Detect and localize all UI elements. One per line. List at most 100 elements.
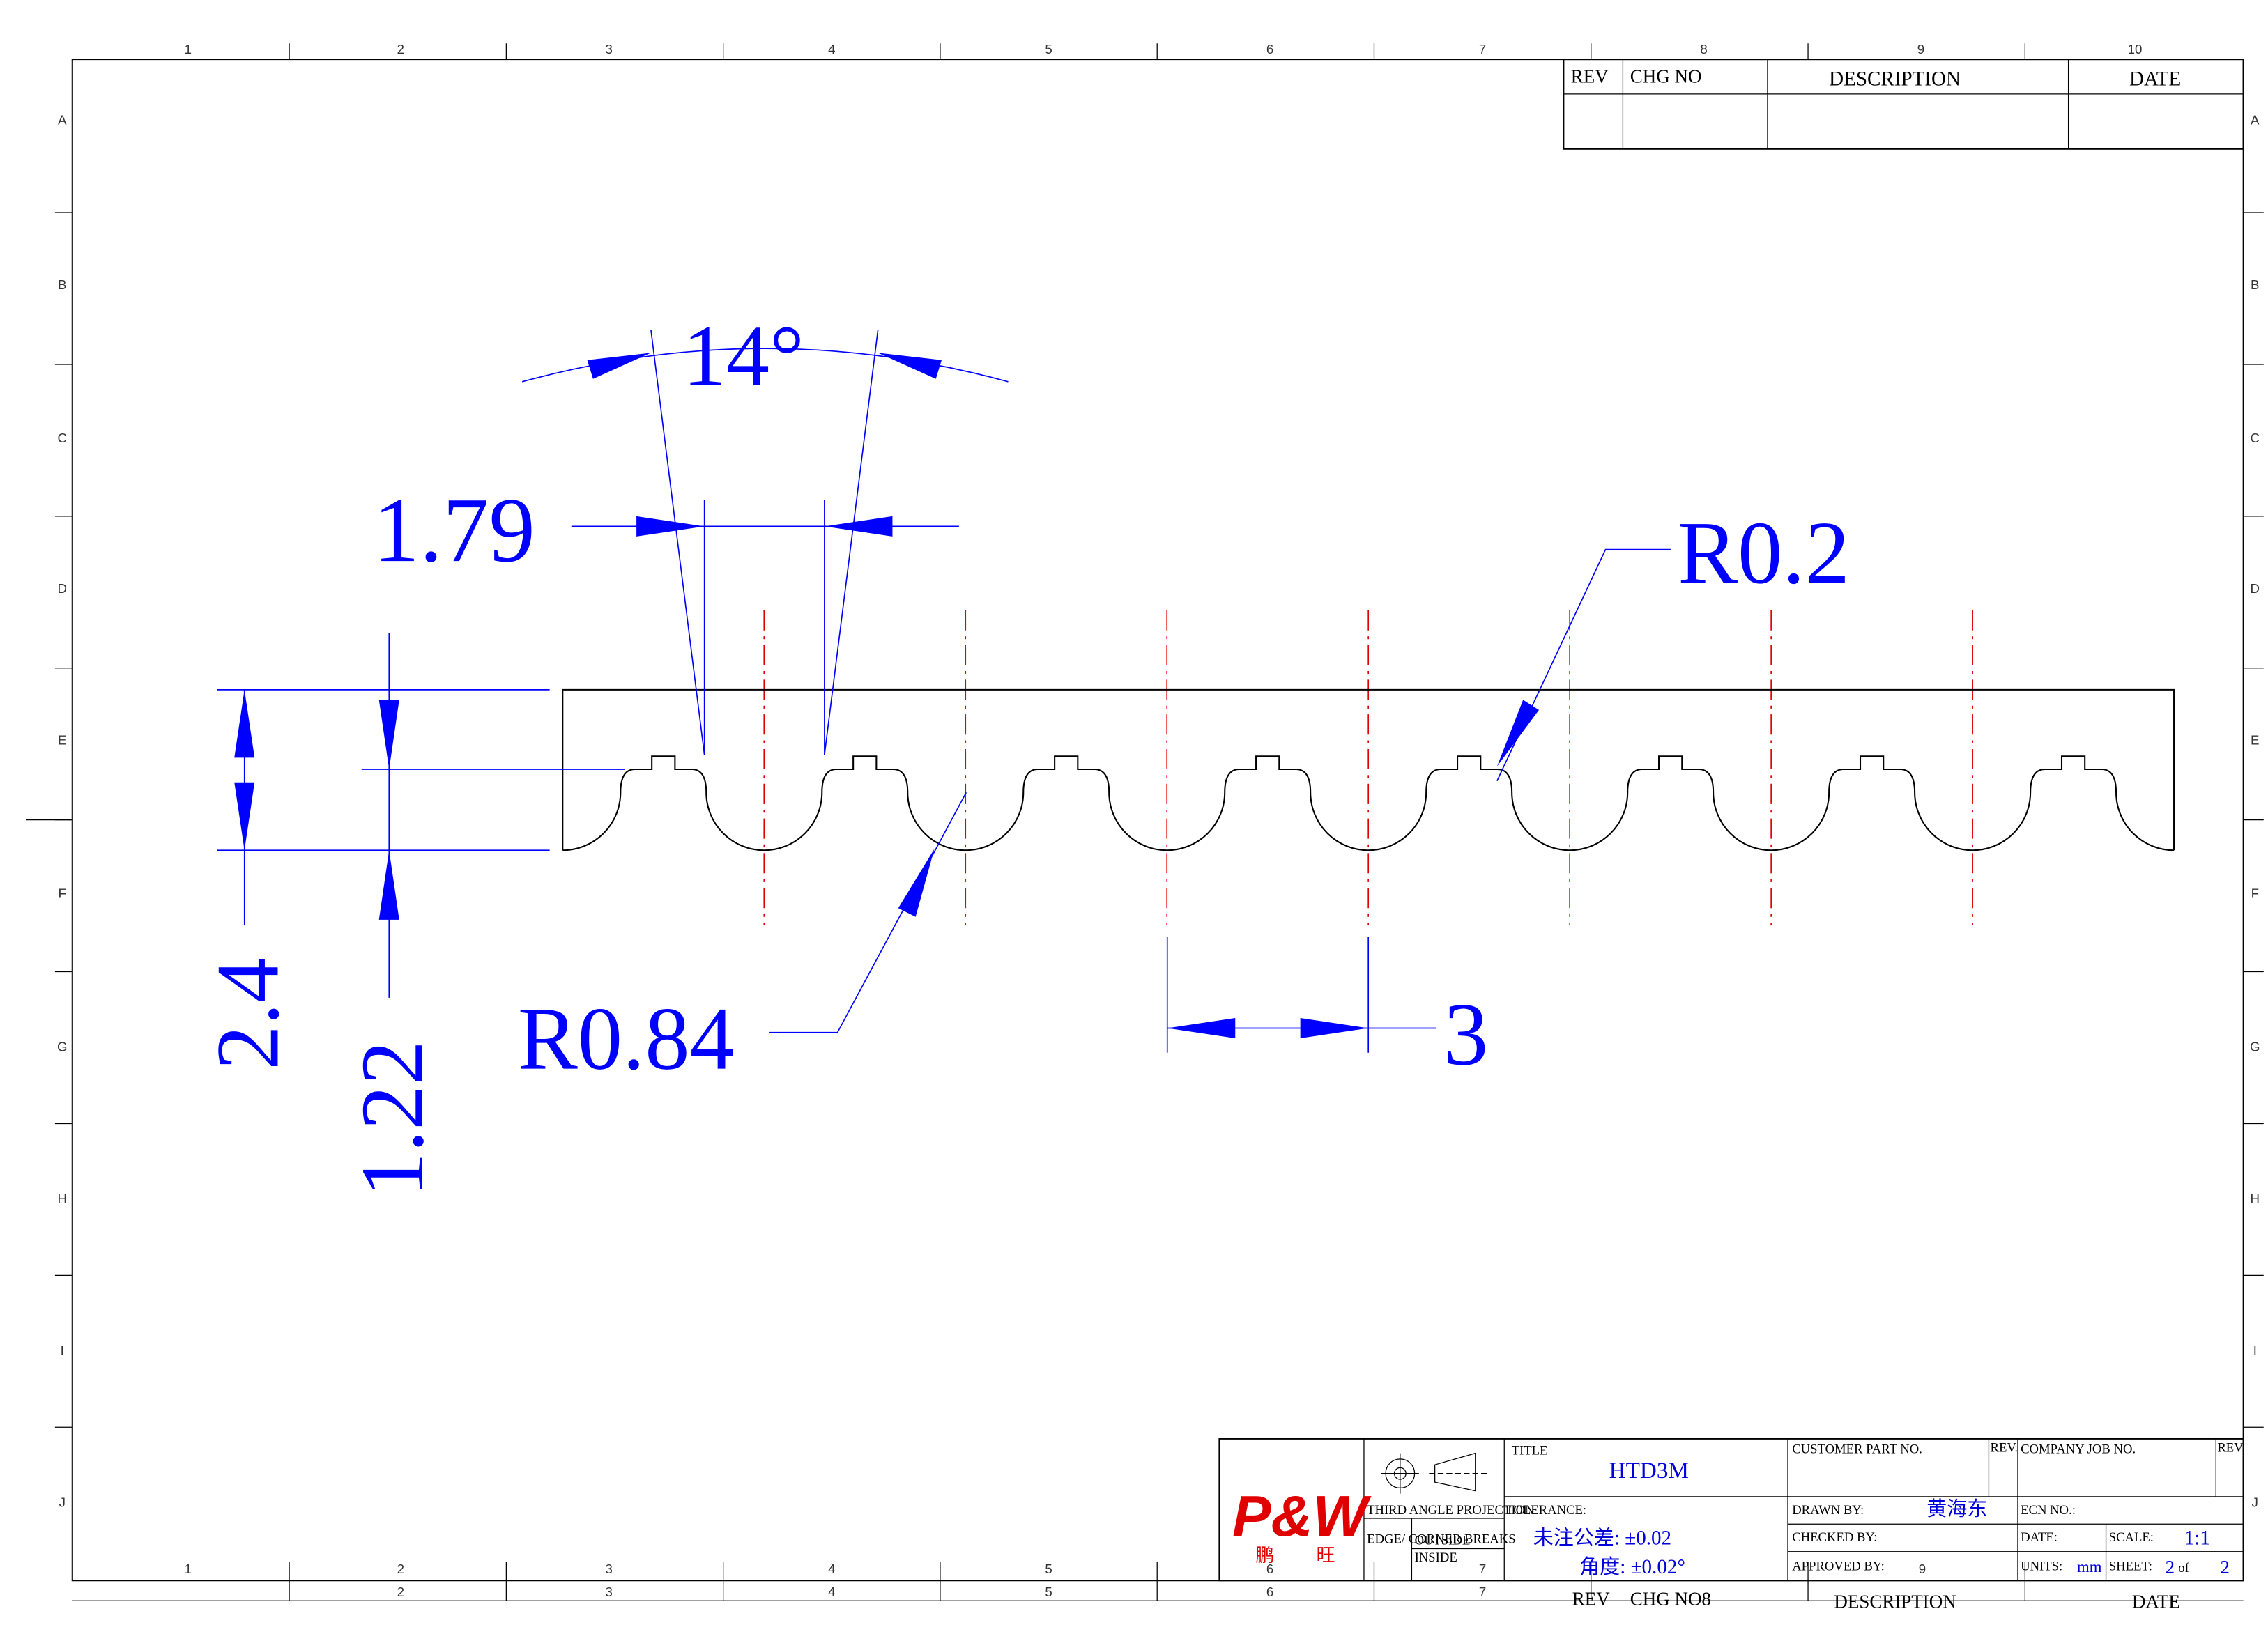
column-label: 6 — [1266, 1562, 1273, 1576]
tooth-centerlines — [763, 610, 1973, 926]
third-angle-projection-icon — [1381, 1452, 1487, 1494]
row-label: J — [59, 1495, 66, 1509]
row-label: C — [2251, 431, 2260, 445]
sheet-value: 2 — [2166, 1557, 2175, 1578]
company-logo: P&W 鹏 旺 — [1232, 1483, 1372, 1566]
tooth-width-value: 1.79 — [373, 479, 535, 581]
column-label: 3 — [605, 1562, 612, 1576]
logo-text: P&W — [1232, 1483, 1372, 1548]
title-value: HTD3M — [1609, 1458, 1689, 1483]
description-header: DESCRIPTION — [1829, 68, 1961, 90]
checked-by-label: CHECKED BY: — [1792, 1530, 1877, 1545]
root-radius-value: R0.84 — [518, 989, 735, 1088]
htd3m-belt-profile — [562, 688, 2175, 851]
row-labels: A B C D E F G H I J A B C D E F G H I J — [57, 112, 2260, 1509]
tip-radius-value: R0.2 — [1678, 502, 1850, 602]
column-label: 1 — [185, 1562, 192, 1576]
ecn-label: ECN NO.: — [2021, 1503, 2076, 1518]
row-label: A — [58, 112, 67, 127]
units-label: UNITS: — [2021, 1559, 2062, 1574]
overlap-description: DESCRIPTION — [1834, 1591, 1956, 1612]
column-label: 8 — [1700, 42, 1707, 56]
chg-no-header: CHG NO — [1630, 65, 1702, 86]
column-label: 1 — [185, 42, 192, 56]
column-label: 5 — [1045, 42, 1052, 56]
column-label: 7 — [1479, 1585, 1486, 1599]
row-label: E — [2251, 733, 2259, 748]
row-label: I — [2253, 1343, 2257, 1357]
column-labels-top: 1 2 3 4 5 6 7 8 9 10 — [185, 42, 2143, 56]
belt-height-value: 2.4 — [197, 958, 297, 1070]
rev-label: REV. — [1991, 1441, 2018, 1456]
row-label: J — [2252, 1495, 2258, 1509]
overlap-chg-no: CHG NO8 — [1630, 1588, 1711, 1609]
angle-dimension: 14° — [521, 307, 1009, 755]
column-labels-bottom: 1 2 3 4 5 6 7 9 2 3 4 5 6 7 REV CHG NO8 … — [185, 1562, 2180, 1612]
row-label: F — [2251, 886, 2259, 901]
row-label: A — [2251, 112, 2260, 127]
date-header: DATE — [2129, 68, 2181, 90]
tooth-height-dimension: 1.22 — [342, 633, 625, 1197]
title-block: P&W 鹏 旺 THIRD ANGLE PROJECTION EDGE/ COR… — [1218, 1438, 2245, 1582]
title-label: TITLE — [1512, 1444, 1548, 1458]
units-value: mm — [2077, 1558, 2102, 1575]
column-label: 10 — [2128, 42, 2143, 56]
sheet-total: 2 — [2220, 1557, 2229, 1578]
inside-label: INSIDE — [1415, 1550, 1457, 1565]
overlap-rev: REV — [1572, 1588, 1610, 1609]
belt-height-dimension: 2.4 — [197, 689, 550, 1070]
scale-label: SCALE: — [2109, 1530, 2154, 1545]
row-label: D — [58, 581, 67, 596]
pitch-value: 3 — [1443, 984, 1488, 1084]
overlap-date: DATE — [2132, 1591, 2180, 1612]
column-label: 9 — [1919, 1562, 1926, 1576]
projection-label: THIRD ANGLE PROJECTION — [1367, 1503, 1535, 1518]
tolerance-angle: 角度: ±0.02° — [1579, 1555, 1685, 1578]
angle-value: 14° — [683, 307, 804, 403]
column-label: 2 — [397, 42, 404, 56]
row-label: F — [59, 886, 66, 901]
column-label: 5 — [1045, 1585, 1052, 1599]
row-label: G — [57, 1040, 68, 1054]
row-label: H — [58, 1192, 67, 1206]
tolerance-label: TOLERANCE: — [1505, 1503, 1586, 1518]
row-label: H — [2251, 1192, 2260, 1206]
row-label: C — [58, 431, 67, 445]
approved-by-label: APPROVED BY: — [1792, 1559, 1885, 1574]
logo-chinese-2: 旺 — [1316, 1545, 1335, 1566]
company-job-label: COMPANY JOB NO. — [2021, 1442, 2136, 1457]
column-label: 2 — [397, 1585, 404, 1599]
column-label: 3 — [605, 1585, 612, 1599]
sheet-label: SHEET: — [2109, 1559, 2152, 1574]
pitch-dimension: 3 — [1166, 937, 1488, 1084]
border-ticks — [54, 43, 2264, 1601]
tooth-height-value: 1.22 — [342, 1040, 442, 1197]
revision-block: REV CHG NO DESCRIPTION DATE — [1563, 59, 2244, 150]
column-label: 6 — [1266, 1585, 1273, 1599]
column-label: 4 — [828, 42, 835, 56]
drawn-by-value: 黄海东 — [1926, 1497, 1987, 1520]
column-label: 2 — [397, 1562, 404, 1576]
column-label: 9 — [1917, 42, 1924, 56]
edge-label: EDGE/ CORNER BREAKS — [1367, 1532, 1516, 1546]
column-label: 6 — [1266, 42, 1273, 56]
drawn-by-label: DRAWN BY: — [1792, 1503, 1864, 1518]
tip-radius-dimension: R0.2 — [1496, 502, 1850, 781]
row-label: B — [2251, 277, 2259, 292]
column-label: 5 — [1045, 1562, 1052, 1576]
column-label: 3 — [605, 42, 612, 56]
rev-label-2: REV. — [2217, 1441, 2245, 1456]
logo-chinese-1: 鹏 — [1255, 1545, 1274, 1566]
column-label: 4 — [828, 1585, 835, 1599]
outside-label: OUTSIDE — [1415, 1533, 1471, 1548]
column-label: 4 — [828, 1562, 835, 1576]
tooth-width-dimension: 1.79 — [373, 479, 959, 755]
row-label: G — [2250, 1040, 2260, 1054]
customer-part-label: CUSTOMER PART NO. — [1792, 1442, 1922, 1457]
row-label: E — [58, 733, 66, 748]
row-label: D — [2251, 581, 2260, 596]
root-radius-dimension: R0.84 — [518, 792, 967, 1088]
date-label: DATE: — [2021, 1530, 2058, 1545]
sheet-of: of — [2178, 1561, 2189, 1575]
